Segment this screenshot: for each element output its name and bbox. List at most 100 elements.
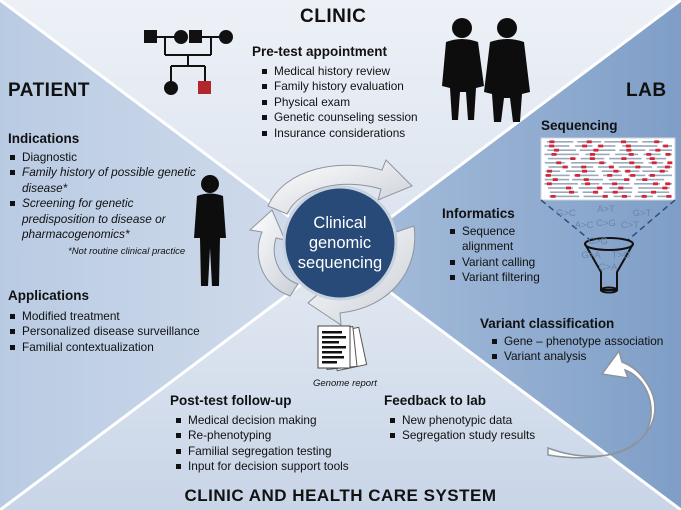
sequence-read [619, 149, 646, 151]
variant-label: G>C [556, 208, 576, 219]
sequence-read [544, 162, 565, 164]
sequence-read [657, 195, 672, 198]
sequence-read [548, 157, 577, 160]
variant-mark [547, 169, 553, 173]
informatics-title: Informatics [442, 206, 515, 221]
variant-mark [662, 186, 668, 190]
variant-mark [626, 148, 632, 152]
patient-title: PATIENT [8, 80, 90, 101]
sequence-read [628, 174, 646, 177]
variant-mark [608, 165, 614, 169]
sequence-read [636, 178, 665, 181]
variant-mark [570, 157, 576, 160]
variant-mark [553, 148, 559, 152]
followup-item: Input for decision support tools [174, 459, 374, 474]
variant-mark [625, 144, 631, 148]
followup-list: Medical decision making Re-phenotyping F… [174, 413, 374, 475]
center-circle [282, 185, 398, 301]
sequence-read [565, 170, 596, 172]
sequence-read [548, 166, 569, 168]
variant-mark [546, 182, 552, 186]
sequence-read [544, 183, 578, 185]
application-item: Familial contextualization [8, 340, 228, 355]
sequence-read [582, 191, 599, 193]
variant-mark [651, 161, 657, 165]
variant-item: Gene – phenotype association [490, 334, 680, 349]
variant-mark [629, 161, 635, 165]
variant-mark [549, 144, 555, 148]
sequence-read [649, 149, 672, 151]
variant-mark [642, 178, 648, 181]
variant-mark [589, 153, 595, 156]
sequence-read [597, 166, 614, 168]
variant-mark [654, 140, 660, 144]
variant-title: Variant classification [480, 316, 615, 331]
sequence-read [544, 145, 570, 147]
variant-label: A>C [575, 220, 594, 231]
variant-mark [582, 169, 588, 173]
sequencing-reads-box [540, 137, 676, 201]
variant-label: C>A [599, 262, 618, 273]
feedback-item: Segregation study results [388, 428, 558, 443]
followup-item: Familial segregation testing [174, 444, 374, 459]
sequence-read [603, 191, 632, 193]
pretest-item: Family history evaluation [260, 79, 450, 94]
pretest-item: Genetic counseling session [260, 110, 450, 125]
genome-report-label: Genome report [313, 378, 377, 389]
sequence-read [549, 191, 578, 193]
variant-mark [621, 140, 627, 144]
variant-mark [575, 174, 581, 177]
pretest-item: Physical exam [260, 95, 450, 110]
variant-mark [582, 144, 588, 148]
applications-list: Modified treatment Personalized disease … [8, 309, 228, 355]
sequence-read [578, 187, 603, 189]
variant-mark [607, 174, 613, 177]
pretest-title: Pre-test appointment [252, 44, 388, 59]
variant-mark [663, 144, 669, 148]
indications-title: Indications [8, 131, 80, 146]
feedback-item: New phenotypic data [388, 413, 558, 428]
variant-mark [630, 174, 636, 177]
variant-mark [659, 169, 665, 173]
variant-mark [593, 148, 599, 152]
variant-mark [545, 174, 551, 177]
variant-label: A>T [597, 204, 615, 215]
sequence-read [642, 170, 669, 172]
variant-label: C>G [588, 236, 608, 247]
sequence-read [608, 178, 631, 181]
variant-mark [566, 186, 572, 190]
sequence-read [615, 153, 638, 156]
variant-mark [597, 186, 603, 190]
sequence-read [544, 153, 579, 156]
variant-mark [550, 195, 556, 198]
variant-mark [665, 182, 671, 186]
lab-title: LAB [626, 80, 667, 101]
informatics-item: Variant calling [448, 255, 548, 270]
variant-mark [651, 190, 657, 194]
variant-mark [552, 178, 558, 181]
variant-mark [621, 157, 627, 160]
sequence-read [547, 149, 577, 151]
variant-mark [649, 174, 655, 177]
variant-label: C>T [621, 220, 639, 231]
indication-item: Diagnostic [8, 150, 198, 165]
variant-list: Gene – phenotype association Variant ana… [490, 334, 680, 365]
variant-mark [613, 169, 619, 173]
variant-mark [612, 182, 618, 186]
sequence-read [648, 174, 672, 177]
sequence-read [597, 145, 616, 147]
pedigree-icon [144, 30, 233, 95]
return-arrow [547, 349, 656, 459]
indication-item: Family history of possible genetic disea… [8, 165, 198, 196]
sequence-read [656, 166, 672, 168]
variant-mark [635, 165, 641, 169]
sequence-read [604, 141, 638, 143]
variant-mark [646, 153, 652, 156]
variant-mark [593, 190, 599, 194]
variant-mark [624, 178, 630, 181]
sequence-read [571, 162, 607, 164]
lab-quadrant [340, 0, 681, 510]
variant-mark [664, 165, 670, 169]
